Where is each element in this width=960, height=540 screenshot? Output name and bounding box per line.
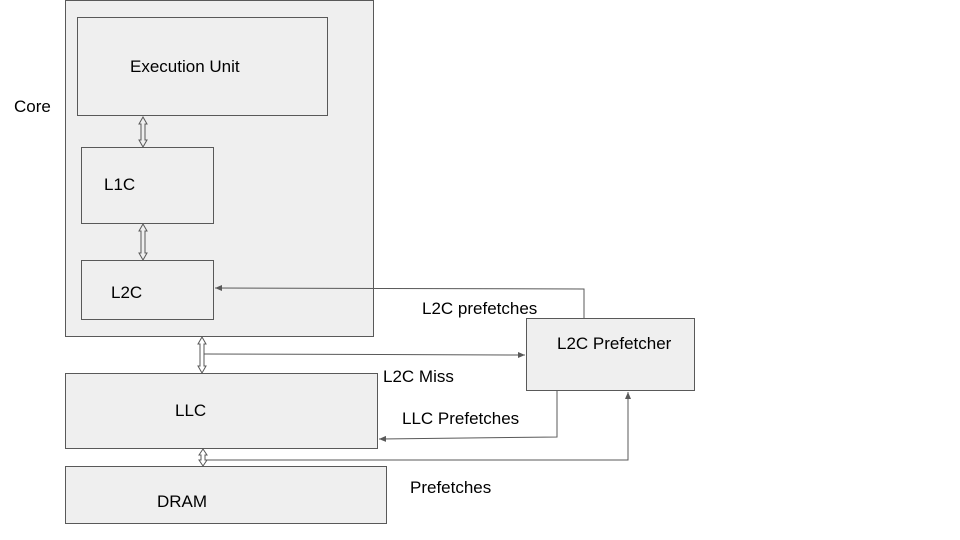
l2c-prefetcher-label: L2C Prefetcher xyxy=(557,334,672,353)
double-arrow-core-llc xyxy=(197,335,207,375)
edge-label-llc-prefetches: LLC Prefetches xyxy=(402,409,520,428)
execution-unit-box xyxy=(77,17,328,116)
edge-label-l2c-prefetches: L2C prefetches xyxy=(422,299,538,318)
dram-label: DRAM xyxy=(157,492,208,511)
double-arrow-llc-dram xyxy=(198,448,208,467)
dram-box xyxy=(65,466,387,524)
llc-label: LLC xyxy=(175,401,207,420)
edge-label-l2c-miss: L2C Miss xyxy=(383,367,454,386)
edge-label-prefetches: Prefetches xyxy=(410,478,492,497)
l1c-box xyxy=(81,147,214,224)
arrow-llc-prefetches xyxy=(378,391,558,442)
double-arrow-eu-l1c xyxy=(138,115,148,149)
l2c-prefetcher-box xyxy=(526,318,695,391)
llc-box xyxy=(65,373,378,449)
double-arrow-l1c-l2c xyxy=(138,222,148,262)
arrow-l2c-prefetches xyxy=(214,285,585,318)
execution-unit-label: Execution Unit xyxy=(130,57,240,76)
l1c-label: L1C xyxy=(104,175,136,194)
l2c-label: L2C xyxy=(111,283,143,302)
l2c-box xyxy=(81,260,214,320)
arrow-prefetches xyxy=(205,392,631,461)
core-label: Core xyxy=(14,97,51,116)
arrow-l2c-miss xyxy=(203,351,526,358)
